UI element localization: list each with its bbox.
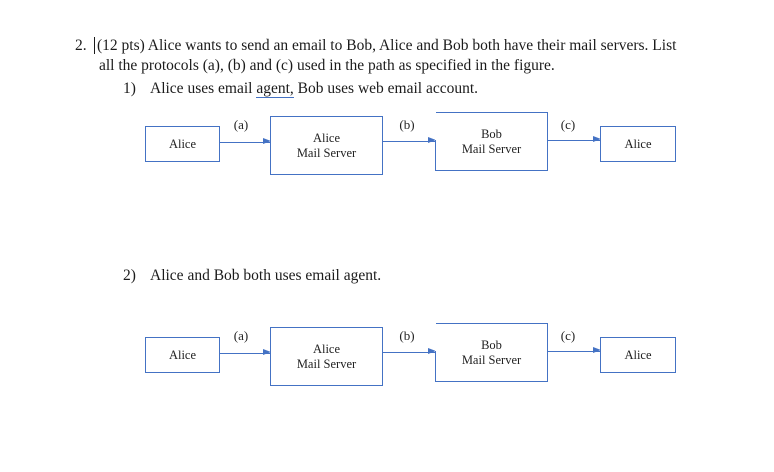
node-alice-sender: Alice	[145, 126, 220, 162]
node-label: Mail Server	[296, 145, 357, 160]
sub-item-2-text: Alice and Bob both uses email agent.	[150, 267, 382, 284]
sub-item-1-text-after: Bob uses web email account.	[293, 80, 479, 97]
arrow-label-a: (a)	[233, 117, 249, 132]
node-label: Alice	[624, 136, 652, 151]
node-label: Bob	[481, 126, 502, 141]
node-label: Bob	[481, 337, 502, 352]
node-label: Alice	[168, 347, 197, 362]
arrow-b	[383, 137, 436, 144]
arrow-label-b: (b)	[399, 328, 415, 343]
sub-item-2: 2) Alice and Bob both uses email agent.	[123, 267, 381, 285]
sub-item-1: 1) Alice uses email agent, Bob uses web e…	[123, 80, 478, 98]
arrowhead-icon	[593, 347, 601, 354]
arrow-label-a: (a)	[233, 328, 249, 343]
arrow-a	[220, 138, 271, 145]
arrow-c	[548, 347, 601, 354]
question-text-line-2: all the protocols (a), (b) and (c) used …	[99, 57, 555, 74]
node-alice-sender: Alice	[145, 337, 220, 373]
node-bob-mail-server: Bob Mail Server	[434, 322, 548, 382]
arrowhead-icon	[263, 138, 271, 145]
question-text-line-1: (12 pts) Alice wants to send an email to…	[97, 37, 677, 54]
text-cursor	[94, 37, 96, 54]
protocol-diagram-2: Alice (a) Alice Mail Server (b) Bob Mail…	[145, 321, 676, 409]
node-alice-mail-server: Alice Mail Server	[270, 116, 383, 175]
node-label: Mail Server	[461, 352, 522, 367]
arrowhead-icon	[428, 137, 436, 144]
node-label: Alice	[624, 347, 652, 362]
node-label: Alice	[312, 341, 341, 356]
arrow-b	[383, 348, 436, 355]
node-label: Mail Server	[296, 356, 357, 371]
node-label: Alice	[312, 130, 341, 145]
arrow-label-c: (c)	[560, 117, 576, 132]
node-alice-receiver: Alice	[600, 337, 676, 373]
sub-item-1-underlined-word: agent,	[256, 80, 294, 98]
arrowhead-icon	[263, 349, 271, 356]
node-label: Mail Server	[461, 141, 522, 156]
sub-item-1-text-before: Alice uses email	[150, 80, 257, 97]
arrow-label-b: (b)	[399, 117, 415, 132]
protocol-diagram-1: Alice (a) Alice Mail Server (b) Bob Mail…	[145, 110, 676, 198]
arrow-a	[220, 349, 271, 356]
arrowhead-icon	[593, 136, 601, 143]
node-label: Alice	[168, 136, 197, 151]
sub-item-2-number: 2)	[123, 267, 136, 284]
arrow-c	[548, 136, 601, 143]
question-number: 2.	[75, 37, 87, 54]
node-bob-mail-server: Bob Mail Server	[434, 111, 548, 171]
arrowhead-icon	[428, 348, 436, 355]
node-alice-receiver: Alice	[600, 126, 676, 162]
sub-item-1-number: 1)	[123, 80, 136, 97]
arrow-label-c: (c)	[560, 328, 576, 343]
node-alice-mail-server: Alice Mail Server	[270, 327, 383, 386]
